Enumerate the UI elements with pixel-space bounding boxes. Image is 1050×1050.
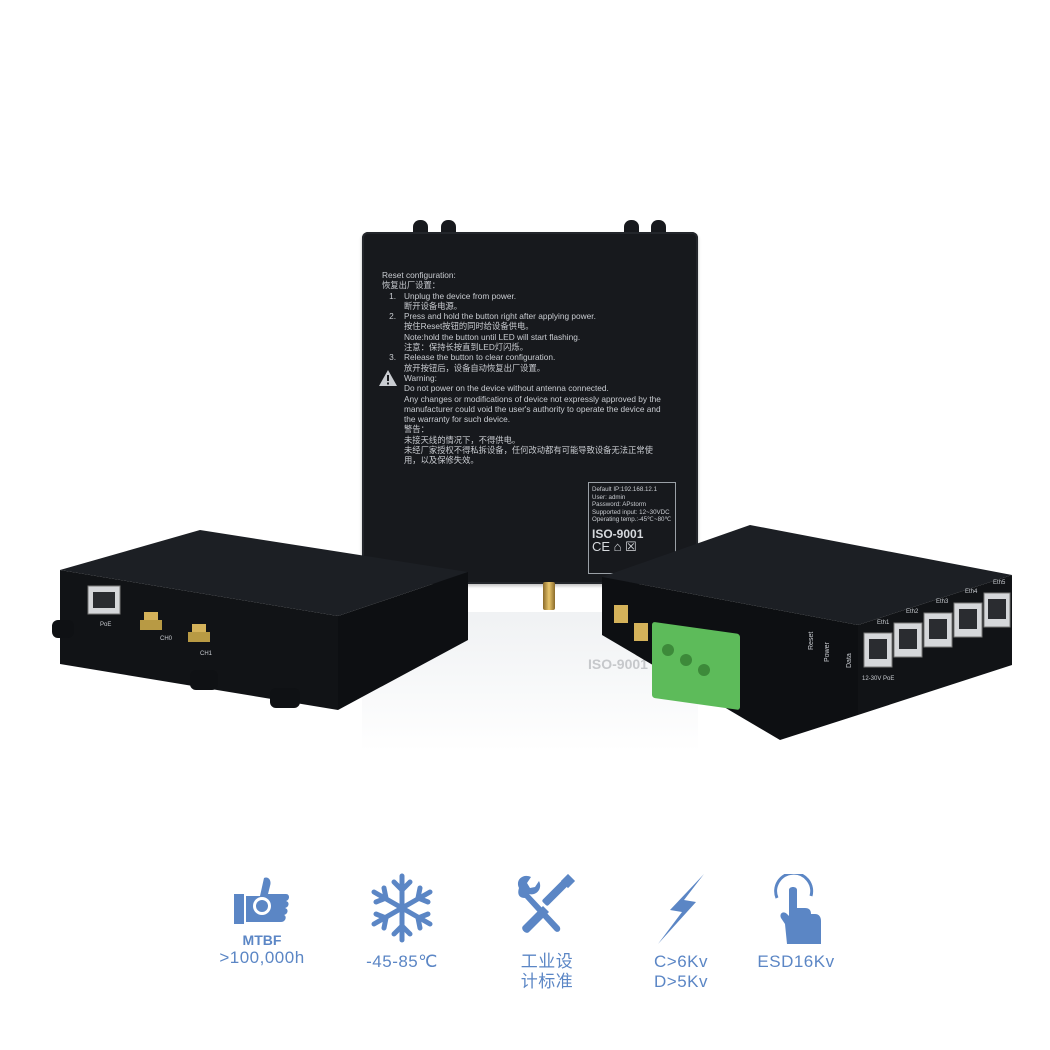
step-note: Note:hold the button until LED will star… xyxy=(404,331,581,342)
warning-icon xyxy=(379,370,397,386)
step-text-cn: 断开设备电源。 xyxy=(404,300,463,311)
feature-industrial: 工业设 计标准 xyxy=(497,952,597,992)
eth-label: Eth5 xyxy=(993,580,1006,586)
warning-line: the warranty for such device. xyxy=(404,414,511,425)
feature-esd: ESD16Kv xyxy=(746,952,846,972)
led-label: Reset xyxy=(808,631,815,650)
info-line: Default IP:192.168.12.1 xyxy=(592,486,658,493)
label-title-cn: 恢复出厂设置： xyxy=(382,280,441,291)
feature-caption: ESD16Kv xyxy=(757,952,835,971)
touch-finger-icon xyxy=(774,874,821,944)
warning-line: Do not power on the device without anten… xyxy=(404,383,609,394)
eth-label: Eth2 xyxy=(906,609,919,615)
antenna-label: CH1 xyxy=(200,651,213,657)
step-number: 1. xyxy=(389,290,396,301)
antenna-label: CH0 xyxy=(160,636,173,642)
led-label: Power xyxy=(824,642,831,662)
warning-cn-line: 未接天线的情况下，不得供电。 xyxy=(404,434,521,445)
lightning-icon xyxy=(658,874,704,944)
left-device xyxy=(52,530,468,710)
feature-caption-line: C>6Kv xyxy=(654,952,708,971)
eth-label: Eth1 xyxy=(877,620,890,626)
certification-marks: CE ⌂ ☒ xyxy=(592,538,637,554)
warning-title: Warning: xyxy=(404,372,437,383)
poe-label: PoE xyxy=(100,622,112,628)
feature-caption: >100,000h xyxy=(219,948,305,967)
step-text: Press and hold the button right after ap… xyxy=(404,311,596,322)
led-label: Data xyxy=(846,653,853,668)
antenna-connector xyxy=(543,582,555,610)
info-line: User: admin xyxy=(592,493,626,501)
step-note-cn: 注意：保持长按直到LED灯闪烁。 xyxy=(404,342,529,353)
step-number: 3. xyxy=(389,352,396,363)
step-text: Release the button to clear configuratio… xyxy=(404,352,556,363)
center-device: Reset configuration: 恢复出厂设置： 1. Unplug th… xyxy=(362,232,698,584)
eth-label: Eth3 xyxy=(936,599,949,605)
feature-caption-line: 工业设 xyxy=(520,952,574,971)
warning-line: manufacturer could void the user's autho… xyxy=(404,403,661,414)
feature-caption: -45-85℃ xyxy=(366,952,438,971)
step-text-cn: 放开按钮后，设备自动恢复出厂设置。 xyxy=(404,362,546,373)
thumbs-up-medal-icon xyxy=(234,877,289,924)
wrench-screwdriver-icon xyxy=(517,874,576,933)
feature-title: MTBF xyxy=(242,932,282,948)
step-text: Unplug the device from power. xyxy=(404,290,517,301)
info-sticker: Default IP:192.168.12.1 User: admin Pass… xyxy=(588,482,676,574)
feature-surge: C>6Kv D>5Kv xyxy=(631,952,731,992)
warning-line: Any changes or modifications of device n… xyxy=(404,393,661,404)
feature-temperature: -45-85℃ xyxy=(352,952,452,972)
iso-mark: ISO-9001 xyxy=(592,526,644,541)
feature-caption-line: D>5Kv xyxy=(654,972,708,991)
power-label: 12-30V PoE xyxy=(862,676,895,682)
snowflake-icon xyxy=(371,873,433,943)
info-line: Supported input: 12~30VDC xyxy=(592,508,670,516)
step-number: 2. xyxy=(389,311,396,322)
eth-label: Eth4 xyxy=(965,589,978,595)
device-label: Reset configuration: 恢复出厂设置： 1. Unplug th… xyxy=(382,270,682,466)
right-device xyxy=(602,525,1012,740)
warning-cn-title: 警告： xyxy=(404,424,429,435)
warning-cn-line: 未经厂家授权不得私拆设备，任何改动都有可能导致设备无法正常使 xyxy=(404,445,653,456)
reflection-text: ISO-9001 xyxy=(588,656,648,672)
warning-cn-line: 用，以及保修失效。 xyxy=(404,455,479,466)
feature-caption-line: 计标准 xyxy=(520,972,574,991)
label-title-en: Reset configuration: xyxy=(382,270,456,280)
step-text-cn: 按住Reset按钮的同时给设备供电。 xyxy=(404,321,534,332)
info-line: Operating temp.:-45℃~80℃ xyxy=(592,516,672,524)
feature-mtbf: MTBF >100,000h xyxy=(212,932,312,968)
info-line: Password: APstorm xyxy=(592,501,646,509)
